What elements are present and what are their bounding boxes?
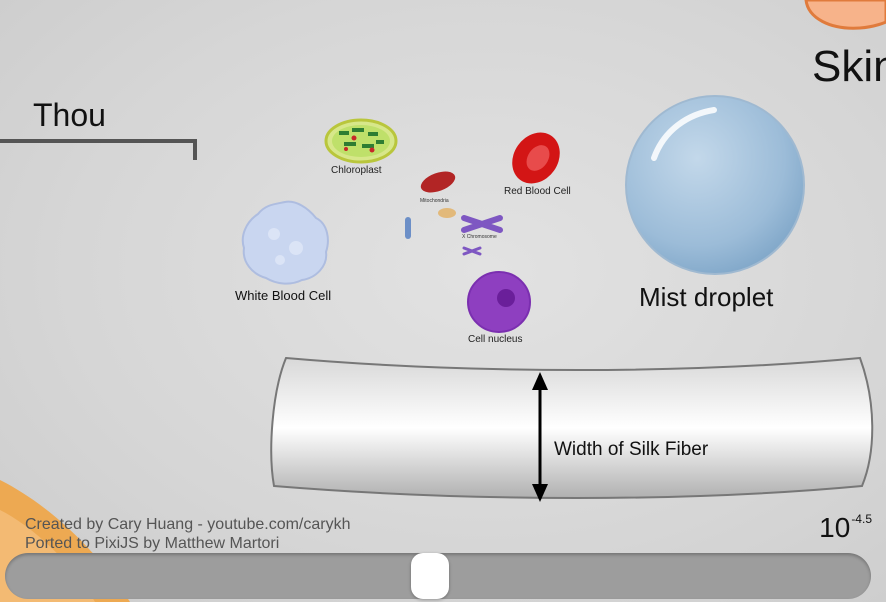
silk-fiber-label: Width of Silk Fiber — [554, 439, 709, 460]
mitochondria-label: Mitochondria — [420, 198, 449, 204]
thou-label: Thou — [33, 97, 106, 133]
chromosome-label: X Chromosome — [462, 234, 497, 240]
credits-line-1: Created by Cary Huang - youtube.com/cary… — [25, 516, 351, 533]
skin-blob — [804, 0, 886, 30]
mist-droplet-label: Mist droplet — [639, 282, 774, 312]
chloroplast-illustration — [324, 118, 398, 164]
zoom-slider-thumb[interactable] — [410, 553, 449, 599]
thou-bracket — [0, 139, 197, 160]
scale-base: 10 — [819, 512, 851, 543]
red-blood-cell-illustration — [512, 132, 560, 184]
mist-droplet-illustration — [625, 95, 805, 275]
virus-illustration — [462, 246, 482, 256]
organelle-illustration — [438, 208, 456, 218]
bacterium-illustration — [405, 217, 411, 239]
credits-line-2: Ported to PixiJS by Matthew Martori — [25, 535, 280, 552]
red-blood-cell-label: Red Blood Cell — [504, 186, 571, 197]
chromosome-illustration — [461, 215, 503, 233]
chloroplast-label: Chloroplast — [331, 165, 382, 176]
cell-nucleus-illustration — [467, 271, 531, 333]
scale-exponent: -4.5 — [851, 512, 872, 526]
credits: Created by Cary Huang - youtube.com/cary… — [25, 515, 350, 553]
scale-readout: 10-4.5 — [819, 512, 872, 544]
white-blood-cell-label: White Blood Cell — [235, 288, 332, 303]
skin-label: Skin — [812, 42, 886, 91]
mitochondria-illustration — [420, 171, 456, 193]
white-blood-cell-illustration — [241, 200, 329, 285]
silk-fiber-illustration — [270, 356, 874, 502]
cell-nucleus-label: Cell nucleus — [468, 334, 523, 345]
